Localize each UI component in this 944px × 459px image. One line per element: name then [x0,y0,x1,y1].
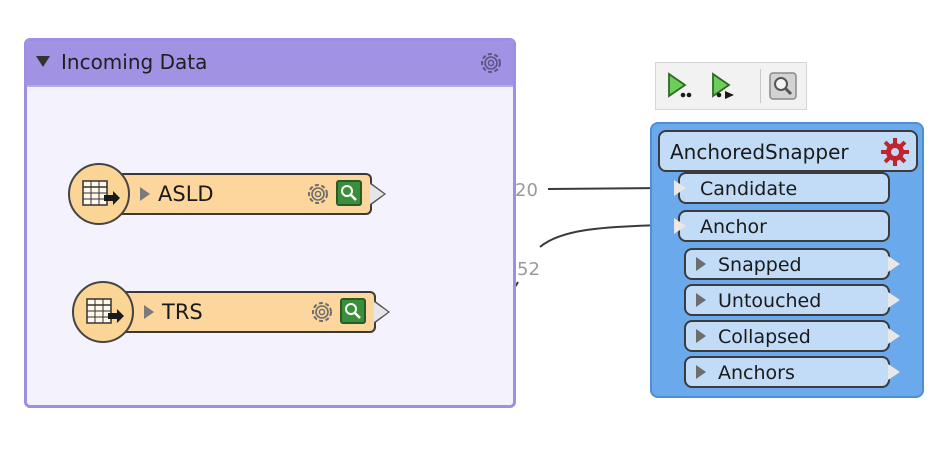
transformer-title: AnchoredSnapper [670,140,849,164]
gear-icon[interactable] [880,137,910,167]
run-from-this-icon[interactable] [708,71,738,101]
port-label: Untouched [718,290,822,312]
reader-node-trs[interactable]: TRS [114,291,376,333]
collapse-icon[interactable] [36,56,50,67]
expand-icon[interactable] [696,257,706,271]
transformer-toolbar [655,62,807,110]
port-label: Anchors [718,362,795,384]
output-port-collapsed[interactable]: Collapsed [684,320,890,352]
reader-icon-trs[interactable] [72,281,134,343]
reader-node-asld[interactable]: ASLD [110,173,372,215]
output-port-collapsed-connector[interactable] [888,328,900,344]
output-port-trs[interactable] [374,302,388,322]
port-label: Snapped [718,254,802,276]
port-label: Anchor [700,216,767,238]
expand-icon[interactable] [696,293,706,307]
inspect-cache-icon[interactable] [768,71,798,101]
reader-label: TRS [162,300,203,324]
feature-count-trs: 52 [517,259,540,280]
run-to-this-icon[interactable] [664,71,694,101]
input-port-candidate-connector[interactable] [674,180,686,196]
transformer-anchoredsnapper[interactable]: AnchoredSnapper Candidate [650,122,924,398]
gear-icon[interactable] [477,49,505,77]
output-port-asld[interactable] [370,184,384,204]
gear-icon[interactable] [304,180,332,208]
reader-icon-asld[interactable] [68,163,130,225]
inspect-icon[interactable] [336,180,362,206]
inspect-icon[interactable] [340,298,366,324]
output-port-snapped-connector[interactable] [888,256,900,272]
output-port-anchors[interactable]: Anchors [684,356,890,388]
expand-icon[interactable] [140,187,150,201]
table-icon [86,298,124,324]
output-port-untouched[interactable]: Untouched [684,284,890,316]
gear-icon[interactable] [308,298,336,326]
input-port-candidate[interactable]: Candidate [678,172,890,204]
expand-icon[interactable] [696,365,706,379]
port-label: Collapsed [718,326,811,348]
input-port-anchor[interactable]: Anchor [678,210,890,242]
bookmark-title: Incoming Data [61,50,208,74]
reader-label: ASLD [158,182,214,206]
output-port-untouched-connector[interactable] [888,292,900,308]
input-port-anchor-connector[interactable] [674,218,686,234]
expand-icon[interactable] [144,305,154,319]
output-port-anchors-connector[interactable] [888,364,900,380]
output-port-snapped[interactable]: Snapped [684,248,890,280]
expand-icon[interactable] [696,329,706,343]
port-label: Candidate [700,178,798,200]
toolbar-separator [760,69,761,103]
bookmark-header[interactable]: Incoming Data [27,41,513,87]
transformer-title-bar[interactable]: AnchoredSnapper [658,130,918,172]
feature-count-asld: 20 [515,180,538,201]
table-icon [82,180,120,206]
